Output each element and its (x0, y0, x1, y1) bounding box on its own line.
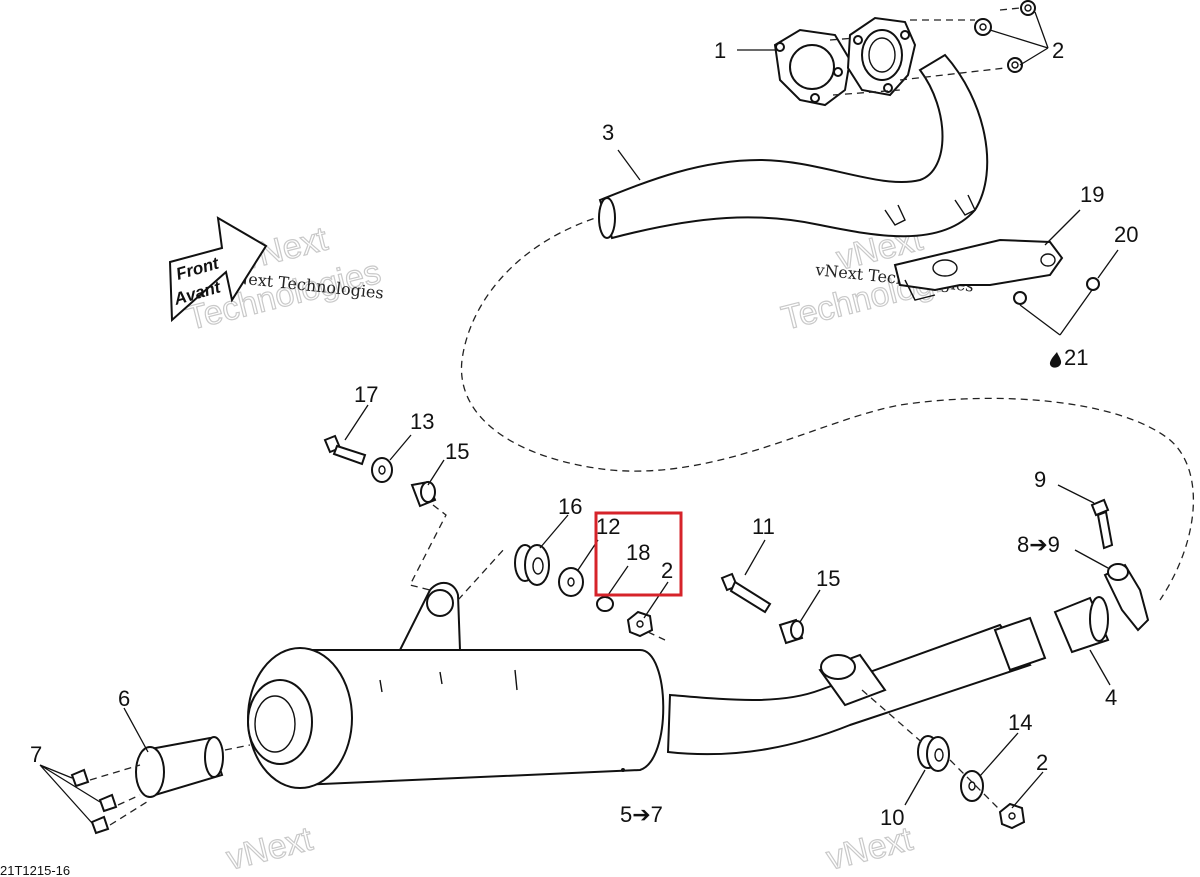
callout-2-center: 2 (661, 558, 673, 583)
callout-21: 21 (1064, 345, 1088, 370)
grommet-10 (917, 735, 950, 772)
watermark-bottom: vNext vNext (222, 819, 917, 877)
callout-13: 13 (410, 409, 434, 434)
exhaust-sleeve-4 (1053, 596, 1110, 654)
callout-9: 9 (1034, 467, 1046, 492)
callout-2-lower-right: 2 (1036, 750, 1048, 775)
spacer-18 (596, 596, 614, 612)
grommet-16 (514, 544, 550, 586)
highlight-box (594, 511, 683, 597)
drop-icon (1049, 352, 1062, 368)
mounting-bracket-19 (893, 238, 1100, 305)
callout-4: 4 (1105, 685, 1117, 710)
exhaust-gasket-1 (773, 28, 852, 107)
bolt-17 (323, 434, 367, 466)
callout-5-arrow-7: 5➔7 (620, 802, 663, 827)
diagram-code: 21T1215-16 (0, 863, 70, 877)
callout-11: 11 (752, 514, 775, 539)
callout-6: 6 (118, 686, 130, 711)
nut-2-lower-right (998, 802, 1026, 830)
callout-2-top: 2 (1052, 38, 1064, 63)
callout-15-right: 15 (816, 566, 840, 591)
callout-21-group: 21 (1049, 345, 1088, 370)
callout-10: 10 (880, 805, 904, 830)
washer-14 (960, 770, 984, 802)
mid-pipe (666, 616, 1047, 756)
washer-13 (371, 457, 393, 483)
screws-7 (70, 768, 118, 835)
exhaust-header-pipe (598, 53, 989, 240)
callout-12: 12 (596, 514, 620, 539)
flange-nuts (974, 0, 1036, 73)
exhaust-clamp-8 (1103, 563, 1150, 632)
tailpipe-cap-6 (135, 736, 224, 798)
callout-18: 18 (626, 540, 650, 565)
callout-3: 3 (602, 120, 614, 145)
watermark-text-5: vNext (223, 820, 317, 877)
callout-20: 20 (1114, 222, 1138, 247)
flange-dashed-lines (829, 7, 1021, 96)
callout-15-left: 15 (445, 439, 469, 464)
exhaust-flange (846, 16, 917, 97)
callout-8-arrow-9: 8➔9 (1017, 532, 1060, 557)
callout-1: 1 (714, 38, 726, 63)
callout-16: 16 (558, 494, 582, 519)
washer-12 (558, 567, 584, 597)
bushing-15a (410, 480, 437, 508)
right-fastener-dashed-path (861, 689, 1001, 811)
callout-14: 14 (1008, 710, 1032, 735)
callout-17: 17 (354, 382, 378, 407)
bolt-9 (1090, 498, 1114, 550)
leader-lines (39, 11, 1119, 824)
callout-19: 19 (1080, 182, 1104, 207)
routing-dashed-loop (460, 214, 1195, 601)
callout-7: 7 (30, 742, 42, 767)
grommet-dashed-path (457, 547, 666, 641)
bolt-17-dashed-path (409, 504, 447, 591)
bushing-15b (778, 618, 804, 645)
muffler-silencer (247, 581, 665, 789)
tail-cap-dashed-path (89, 744, 251, 826)
nut-2-center (626, 610, 654, 638)
bolt-11 (720, 572, 772, 614)
